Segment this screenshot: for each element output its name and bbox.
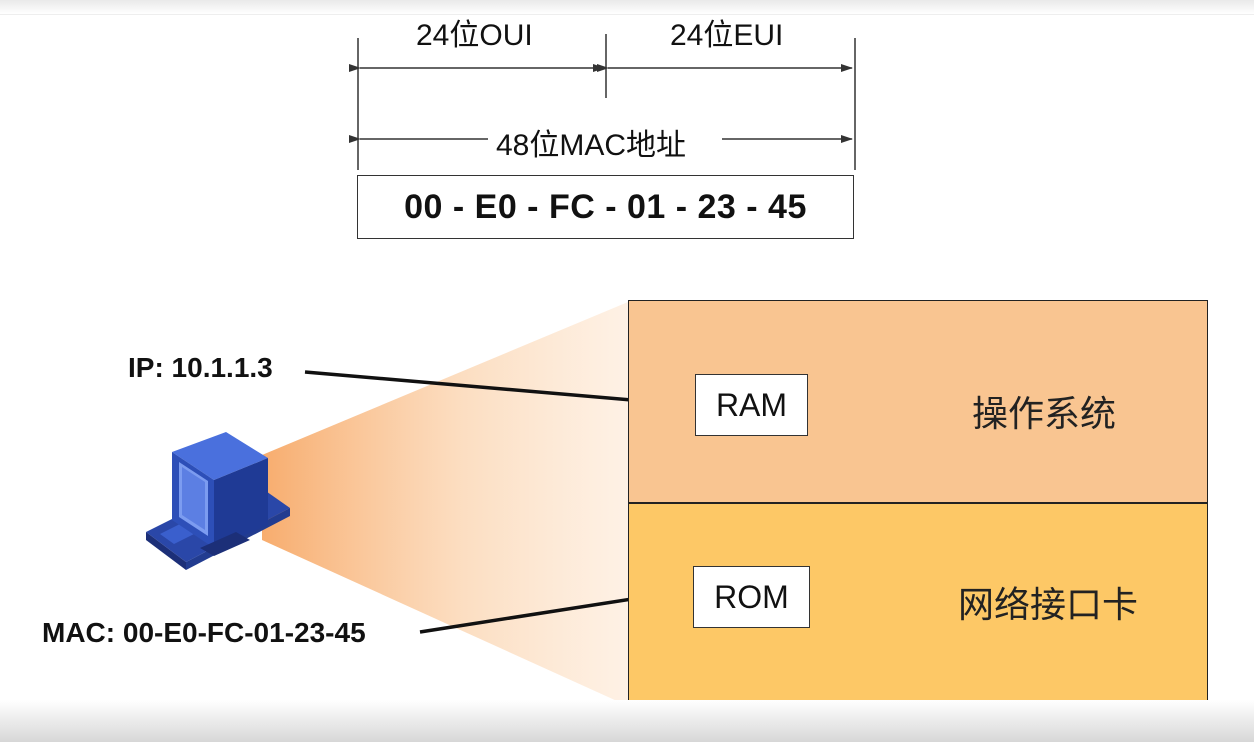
mac-address-label: MAC: 00-E0-FC-01-23-45 bbox=[42, 617, 366, 648]
mac-address-box: 00 - E0 - FC - 01 - 23 - 45 bbox=[357, 175, 854, 239]
mac-total-bits-label: 48位MAC地址 bbox=[496, 129, 687, 162]
ram-label: RAM bbox=[715, 386, 788, 423]
top-frame-strip bbox=[0, 0, 1254, 15]
ram-box: RAM bbox=[695, 374, 808, 436]
nic-layer-label: 网络接口卡 bbox=[958, 584, 1139, 625]
oui-bits-label: 24位OUI bbox=[416, 19, 533, 52]
computer-icon bbox=[146, 432, 290, 570]
projection-beam bbox=[262, 302, 628, 706]
rom-box: ROM bbox=[693, 566, 810, 628]
bottom-frame-strip bbox=[0, 700, 1254, 742]
ip-address-label: IP: 10.1.1.3 bbox=[128, 352, 273, 383]
ip-to-ram-arrow bbox=[304, 370, 691, 410]
rom-label: ROM bbox=[714, 578, 789, 615]
eui-bits-label: 24位EUI bbox=[670, 19, 784, 52]
os-layer-label: 操作系统 bbox=[972, 393, 1117, 434]
mac-address-value: 00 - E0 - FC - 01 - 23 - 45 bbox=[404, 187, 807, 226]
